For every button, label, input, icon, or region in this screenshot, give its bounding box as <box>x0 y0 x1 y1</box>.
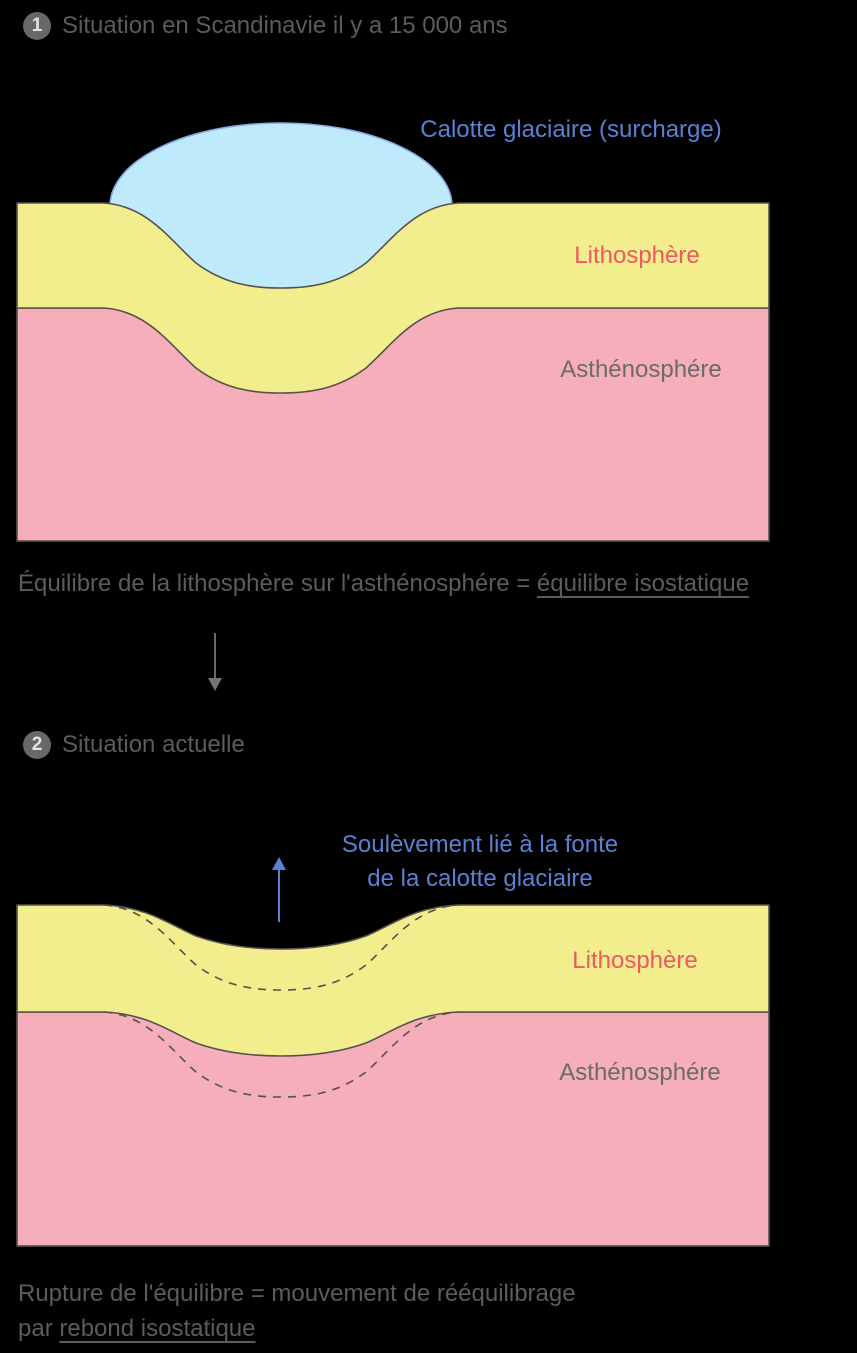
down-arrow-icon <box>208 633 222 691</box>
asthenosphere-label-1: Asthénosphére <box>560 356 722 383</box>
asthenosphere-layer-1 <box>16 307 770 542</box>
caption2-underlined-term: rebond isostatique <box>59 1315 256 1342</box>
caption-equilibre-isostatique: Équilibre de la lithosphère sur l'asthén… <box>18 570 749 598</box>
uplift-label-line2: de la calotte glaciaire <box>367 865 593 892</box>
caption-rebond-isostatique: Rupture de l'équilibre = mouvement de ré… <box>18 1276 576 1346</box>
lithosphere-layer-1 <box>16 202 770 394</box>
former-boundary-dashed-line <box>103 1011 459 1098</box>
step-badge-1: 1 <box>23 12 51 40</box>
step-badge-2: 2 <box>23 731 51 759</box>
caption1-text: Équilibre de la lithosphère sur l'asthén… <box>18 570 537 597</box>
caption1-underlined-term: équilibre isostatique <box>536 570 750 597</box>
section1-title: Situation en Scandinavie il y a 15 000 a… <box>62 12 508 39</box>
lithosphere-label-2: Lithosphère <box>572 947 698 974</box>
uplift-label: Soulèvement lié à la fonte de la calotte… <box>342 828 618 896</box>
ice-cap-label: Calotte glaciaire (surcharge) <box>420 116 722 143</box>
up-arrow-icon <box>272 857 286 922</box>
asthenosphere-label-2: Asthénosphére <box>559 1059 721 1086</box>
former-surface-dashed-line <box>103 904 459 991</box>
section1-header: 1 Situation en Scandinavie il y a 15 000… <box>23 12 508 40</box>
asthenosphere-layer-2 <box>16 1011 770 1247</box>
caption2-line2-prefix: par <box>18 1315 60 1342</box>
lithosphere-label-1: Lithosphère <box>574 242 700 269</box>
caption2-line2: par rebond isostatique <box>18 1311 576 1346</box>
lithosphere-layer-2 <box>16 904 770 1057</box>
section2-title: Situation actuelle <box>62 731 245 758</box>
section2-header: 2 Situation actuelle <box>23 731 245 759</box>
caption2-line1: Rupture de l'équilibre = mouvement de ré… <box>18 1280 576 1307</box>
uplift-label-line1: Soulèvement lié à la fonte <box>341 831 619 858</box>
